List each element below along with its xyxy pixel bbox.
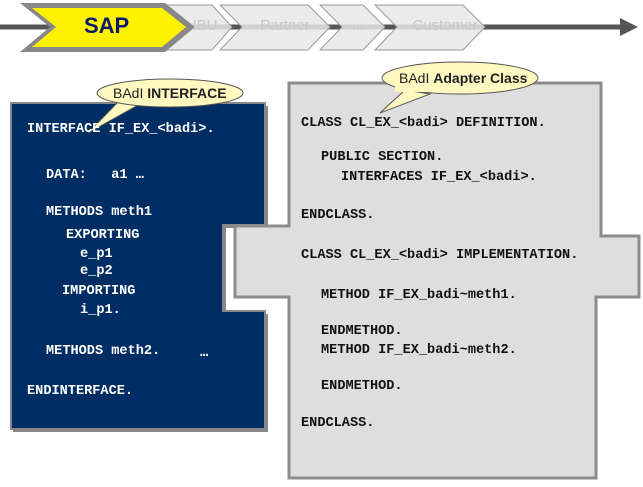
chevron-sap [32,8,186,47]
callout-prefix: BAdI [113,85,144,101]
callout-prefix: BAdI [399,70,430,86]
code-line: IMPORTING [62,284,136,299]
chevron-customer [373,4,486,51]
code-line: ENDCLASS. [301,416,375,431]
code-line: e_p1 [80,247,113,262]
code-line: i_p1. [80,303,121,318]
code-line: CLASS CL_EX_<badi> IMPLEMENTATION. [301,248,579,263]
callout-bold: INTERFACE [147,85,227,101]
stage-sap-label: SAP [84,13,130,38]
chevron-partner [218,4,331,51]
code-line: METHODS meth1 [46,205,153,220]
stage-customer-label: Customer [412,17,478,34]
code-line: PUBLIC SECTION. [321,150,444,165]
code-line: e_p2 [80,264,113,279]
code-line: ENDINTERFACE. [27,384,134,399]
code-line: ENDCLASS. [301,208,375,223]
chevron-ellipsis [318,4,386,51]
stage-partner-label: Partner [260,17,310,34]
process-arrowhead [620,18,638,36]
code-line: METHODS meth2. [46,344,161,359]
interface-callout-text: BAdI INTERFACE [113,85,227,101]
code-line: INTERFACES IF_EX_<badi>. [341,170,537,185]
stage-ibu-label: IBU [192,17,218,34]
code-line: INTERFACE IF_EX_<badi>. [27,122,215,137]
code-line: CLASS CL_EX_<badi> DEFINITION. [301,116,546,131]
code-ellipsis: … [200,346,209,361]
stage-ellipsis-label: ... [351,17,365,34]
code-line: METHOD IF_EX_badi~meth1. [321,288,517,303]
code-line: EXPORTING [66,228,140,243]
callout-bold: Adapter Class [433,70,528,86]
class-callout-text: BAdI Adapter Class [399,70,527,86]
code-line: METHOD IF_EX_badi~meth2. [321,343,517,358]
interface-box [10,102,266,430]
class-callout-tail-cover [395,80,440,92]
interface-callout-tail-cover [104,88,176,98]
class-box [233,81,641,480]
code-line: ENDMETHOD. [321,324,403,339]
code-line: DATA: a1 … [46,168,144,183]
code-line: ENDMETHOD. [321,379,403,394]
